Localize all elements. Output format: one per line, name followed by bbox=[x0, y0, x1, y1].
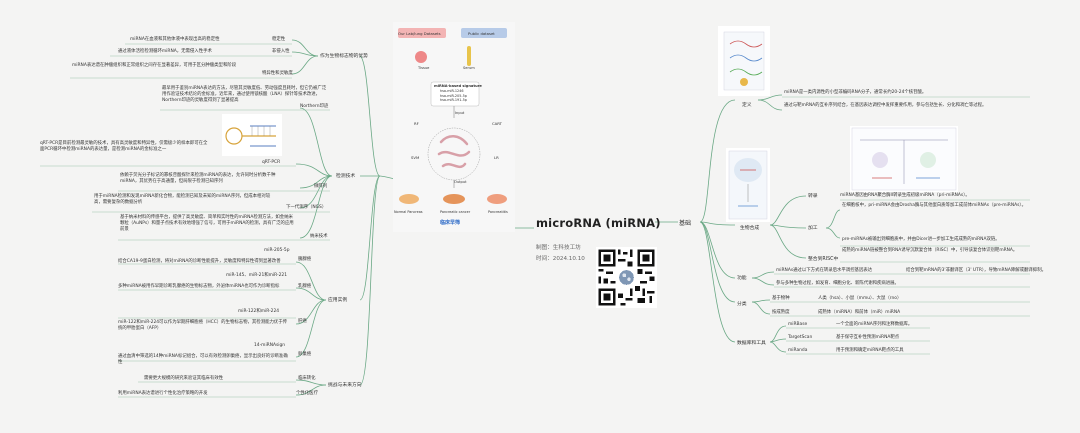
branch-future-directions: 挑战与未来方向 bbox=[328, 383, 362, 388]
pancreatic-marker: miR-205-5p bbox=[264, 248, 290, 253]
function-text-a: miRNAs通过以下方式在转录后水平调控基因表达 bbox=[776, 268, 873, 273]
node-transcription: 转录 bbox=[808, 194, 818, 199]
figure-algo-rf: RF bbox=[414, 121, 419, 126]
tool-name-1: miRBase bbox=[788, 322, 808, 327]
definition-line-2: 通过与靶mRNA的互补序列结合，在基因表达调控中发挥重要作用，参与包括生长、分化… bbox=[784, 103, 987, 108]
figure-algo-svm: SVM bbox=[411, 155, 420, 160]
pancreatic-text: 结合CA19-9蛋白检测，将对miRNA的诊断性能提升，灵敏度和特异性得到显著改… bbox=[118, 259, 281, 264]
branch-detection: 检测技术 bbox=[336, 174, 356, 179]
liver-marker: miR-122和miR-224 bbox=[238, 309, 280, 314]
figure-algo-cart: CART bbox=[492, 121, 502, 126]
figure-serum: Serum bbox=[463, 66, 475, 70]
figure-signature-title: miRNA-based signature bbox=[434, 84, 482, 88]
ovarian-tag: 卵巢癌 bbox=[298, 352, 312, 357]
mirna-processing-illustration bbox=[851, 127, 957, 191]
northern-tag: Northern印迹 bbox=[300, 104, 329, 109]
figure-signature-3: hsa-miR-191-5p bbox=[440, 98, 467, 102]
branch-biomarker-advantages: 作为生物标志物的优势 bbox=[320, 54, 368, 59]
figure-pancreatic-cancer: Pancreatic cancer bbox=[440, 210, 471, 214]
pathway-figure bbox=[850, 126, 958, 192]
biogenesis-pathway-illustration bbox=[728, 150, 768, 220]
pancreatic-tag: 胰腺癌 bbox=[298, 257, 312, 262]
function-text-b: 参与多种生物过程，如发育、细胞分化、新陈代谢和疾病进展。 bbox=[776, 281, 899, 286]
node-risc: 整合到RISC中 bbox=[808, 257, 839, 262]
future-text-2: 利用miRNA表达谱进行个性化治疗策略的开发 bbox=[118, 391, 208, 396]
definition-figure bbox=[718, 26, 770, 96]
nanotech-tag: 纳米技术 bbox=[310, 234, 328, 239]
future-text-1: 需要更大规模的研究来验证其临床有效性 bbox=[144, 376, 224, 381]
future-tag-1: 临床转化 bbox=[298, 376, 316, 381]
classification-source-text: 人类（hsa）、小鼠（mmu）、大鼠（rno） bbox=[818, 296, 902, 301]
node-processing: 加工 bbox=[808, 226, 818, 231]
diagnostic-workflow-figure bbox=[393, 22, 515, 232]
microarray-text: 依赖于荧光分子标记的寡核苷酸探针来检测miRNA的表达，允许同时分析数千种miR… bbox=[120, 173, 276, 185]
figure-normal-pancreas: Normal Pancreas bbox=[394, 210, 423, 214]
breast-tag: 乳腺癌 bbox=[298, 284, 312, 289]
ovarian-text: 通过血清中筛选的14种miRNA标记组合，可以有效检测卵巢癌，显示出良好的诊断准… bbox=[118, 354, 288, 366]
processing-text-a: 在细胞核中，pri-miRNA会由Drosha酶与其他蛋白质等加工成前体miRN… bbox=[842, 203, 1026, 208]
workflow-illustration bbox=[398, 28, 507, 204]
qr-code[interactable] bbox=[596, 247, 657, 308]
role-tag-3: 特异性和灵敏度 bbox=[262, 71, 293, 76]
liver-text: miR-122和miR-224可以作为早期肝细胞癌（HCC）的生物标志物，其检测… bbox=[118, 320, 288, 332]
mirna-structure-illustration bbox=[723, 31, 765, 91]
role-tag-1: 稳定性 bbox=[272, 37, 286, 42]
figure-signature-1: hsa-miR-1246 bbox=[440, 89, 464, 93]
qr-code-icon bbox=[596, 247, 657, 308]
branch-tools: 数据库和工具 bbox=[737, 341, 766, 346]
mindmap-root-title: microRNA (miRNA) bbox=[536, 216, 661, 230]
qrt-pcr-tag: qRT-PCR bbox=[262, 160, 281, 165]
ngs-text: 用于miRNA检测和发现miRNA新化合物，能检测已知及未知的miRNA序列，但… bbox=[94, 194, 271, 206]
definition-line-1: miRNA是一类内源性的小型非编码RNA分子，通常长约20-24个核苷酸。 bbox=[784, 90, 927, 95]
role-tag-2: 非侵入性 bbox=[272, 49, 290, 54]
northern-blot-figure bbox=[222, 114, 282, 156]
northern-text: 最早用于鉴别miRNA表达的方法，尽管其灵敏度低、劳动强度且耗时，但它仍被广泛用… bbox=[162, 86, 327, 104]
figure-caption: 临床早筛 bbox=[440, 220, 461, 226]
liver-tag: 肝癌 bbox=[298, 319, 307, 324]
tool-desc-2: 基于保守互补性预测miRNA靶点 bbox=[836, 335, 900, 340]
figure-signature-2: hsa-miR-205-5p bbox=[440, 93, 467, 98]
breast-marker: miR-145、miR-21和miR-221 bbox=[226, 273, 287, 278]
breast-text: 多种miRNA被用作早期诊断乳腺癌的生物标志物，外泌体miRNA也可作为诊断指标 bbox=[118, 284, 280, 289]
role-text-1: miRNA在血液和其他体液中表现出高的稳定性 bbox=[130, 37, 220, 42]
biogenesis-figure bbox=[726, 148, 770, 222]
ngs-tag: 下一代测序（NGS） bbox=[286, 205, 327, 210]
tool-name-3: miRanda bbox=[788, 348, 808, 353]
classification-naming: 按成熟度 bbox=[772, 310, 790, 315]
figure-box-public: Public dataset bbox=[468, 31, 495, 36]
tool-desc-1: 一个全面的miRNA序列和注释数据库。 bbox=[836, 322, 913, 327]
processing-text-b: pre-miRNAs被输出到细胞质中，并由Dicer进一步加工生成成熟的miRN… bbox=[842, 237, 1000, 242]
risc-text: 成熟的miRNA链被整合到RNA诱导沉默复合体（RISC）中，引导该复合体识别靶… bbox=[842, 248, 1018, 253]
qrt-pcr-text: qRT-PCR是目前检测最灵敏的技术，具有高灵敏度和特异性，仅需极少的样本即可在… bbox=[40, 141, 208, 153]
branch-definition: 定义 bbox=[742, 103, 752, 108]
microarray-tag: 微阵列 bbox=[314, 184, 328, 189]
date-label: 时间：2024.10.10 bbox=[536, 256, 585, 262]
role-text-2: 通过液体活检检测循环miRNA，无需侵入性手术 bbox=[118, 49, 212, 54]
role-text-3: miRNA表达谱在肿瘤组织和正常组织之间存在显著差异，可用于区分肿瘤类型和阶段 bbox=[72, 63, 237, 68]
classification-naming-text: 成熟体（miRNA）和前体（miR）miRNA bbox=[818, 310, 901, 315]
branch-clinical-examples: 应用实例 bbox=[328, 298, 348, 303]
ovarian-marker: 14-miRNAsign bbox=[254, 343, 286, 348]
figure-input: Input bbox=[455, 111, 465, 115]
figure-pancreatitis: Pancreatitis bbox=[488, 210, 508, 214]
tool-name-2: TargetScan bbox=[788, 335, 813, 340]
future-tag-2: 个性化医疗 bbox=[296, 391, 318, 396]
nanotech-text: 基于纳米材料的传感平台，提供了高灵敏度、简单和实时性的miRNA检测方法，如金纳… bbox=[120, 215, 294, 233]
figure-algo-lr: LR bbox=[494, 155, 499, 160]
figure-tissue: Tissue bbox=[418, 66, 430, 70]
branch-function: 功能 bbox=[737, 276, 747, 281]
classification-source: 基于物种 bbox=[772, 296, 790, 301]
figure-output: Output bbox=[454, 180, 467, 184]
branch-basics: 基础 bbox=[679, 220, 692, 227]
function-text-a2: 结合到靶mRNA的3'非翻译区（3' UTR），导致mRNA降解或翻译抑制。 bbox=[906, 268, 1046, 273]
figure-box-lab: Our Lab/lung Datasets bbox=[398, 31, 441, 36]
branch-biogenesis: 生物合成 bbox=[740, 226, 760, 231]
branch-classification: 分类 bbox=[737, 302, 747, 307]
tool-desc-3: 用于预测和确定miRNA靶点的工具 bbox=[836, 348, 904, 353]
probe-hybridization-illustration bbox=[225, 125, 276, 147]
author-label: 制图：生科技工坊 bbox=[536, 245, 581, 251]
transcription-text: miRNA基因由RNA聚合酶II转录生成初级miRNA（pri-miRNAs）。 bbox=[840, 193, 970, 198]
